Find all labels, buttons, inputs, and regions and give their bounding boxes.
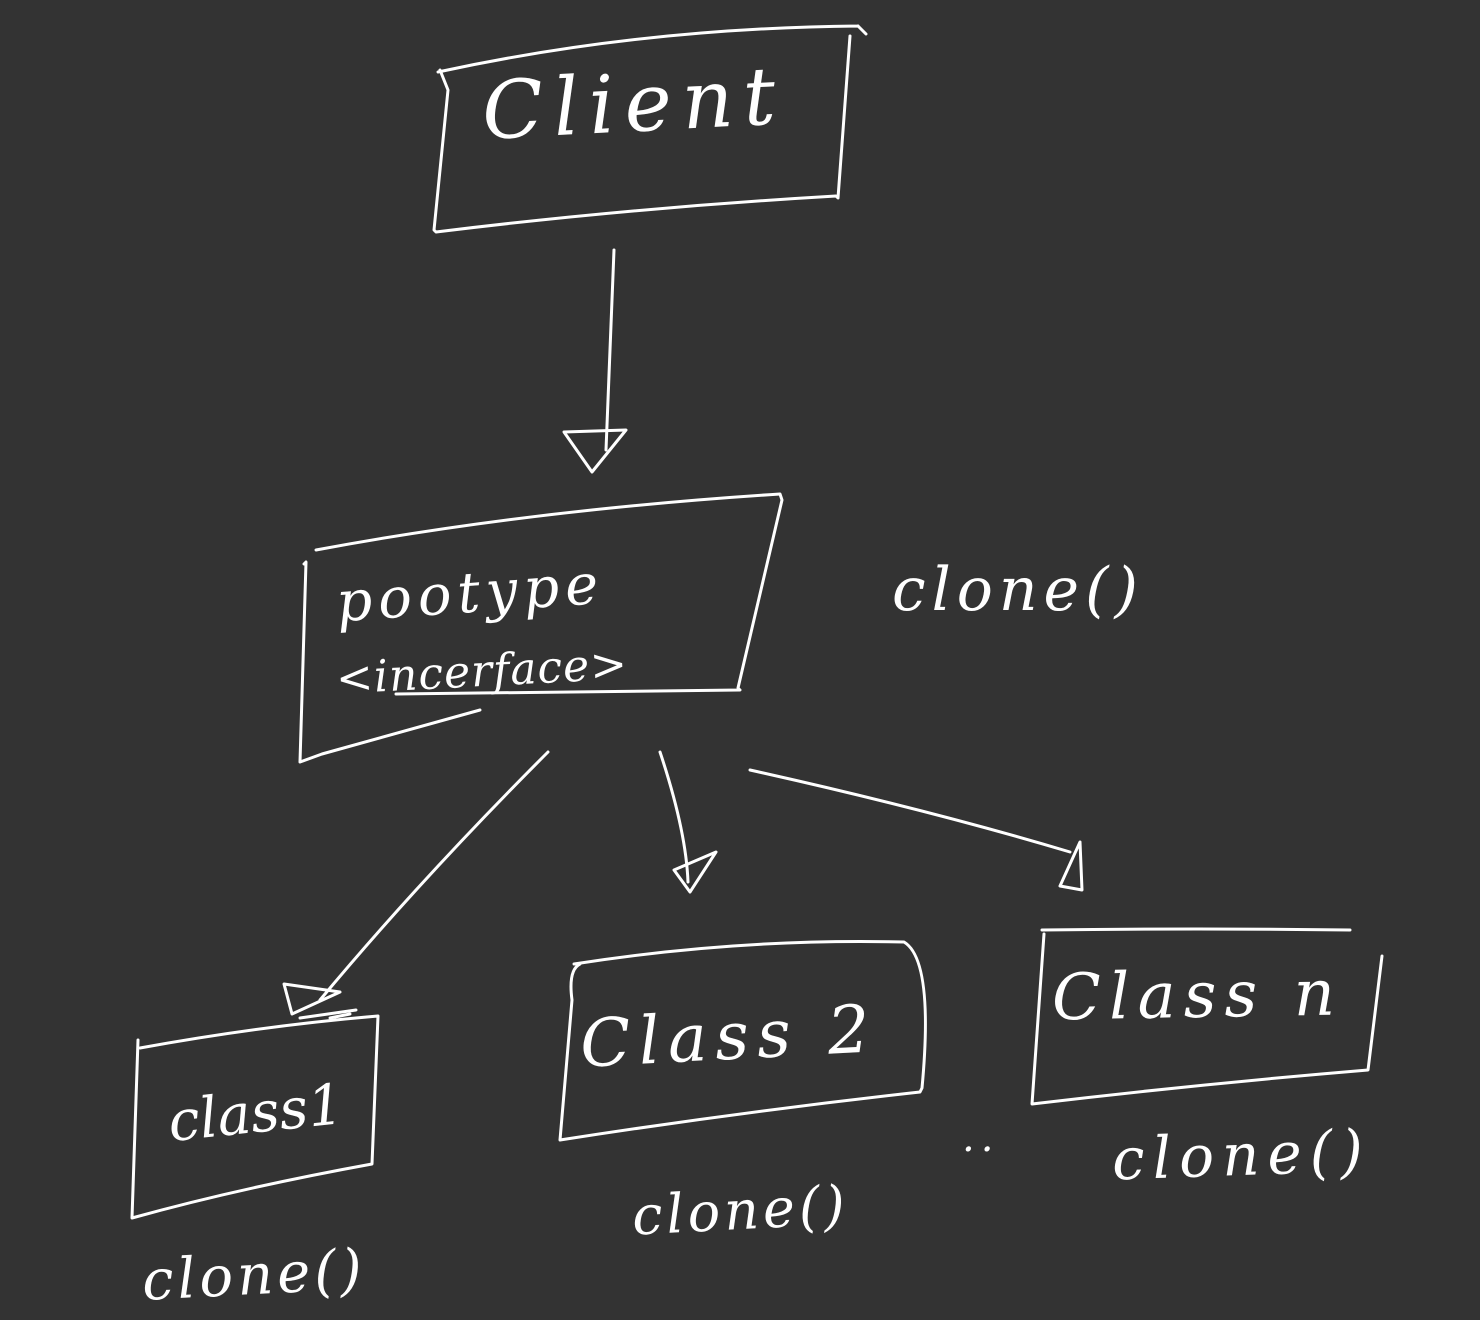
prototype-to-classn-arrowhead bbox=[1058, 840, 1084, 892]
class2-box bbox=[558, 939, 927, 1142]
ellipsis-label: .. bbox=[962, 1115, 1000, 1161]
client-box bbox=[432, 24, 868, 234]
prototype-clone-method-label: clone() bbox=[892, 555, 1144, 625]
prototype-to-class2-arrow bbox=[658, 750, 690, 884]
prototype-to-class1-arrowhead bbox=[282, 982, 342, 1016]
class2-clone-method-label: clone() bbox=[630, 1173, 851, 1248]
client-label: Client bbox=[479, 49, 788, 158]
prototype-box bbox=[298, 492, 784, 764]
class1-box-scribble bbox=[298, 1008, 358, 1020]
prototype-to-class1-arrow bbox=[318, 750, 550, 1002]
client-to-prototype-arrowhead bbox=[562, 428, 628, 474]
classn-label: Class n bbox=[1051, 956, 1344, 1036]
classn-clone-method-label: clone() bbox=[1110, 1116, 1372, 1194]
class1-clone-method-label: clone() bbox=[140, 1237, 368, 1314]
classn-box bbox=[1030, 927, 1384, 1106]
prototype-to-classn-arrow bbox=[748, 768, 1072, 854]
class1-box bbox=[130, 1014, 380, 1220]
prototype-to-class2-arrowhead bbox=[672, 850, 718, 894]
client-to-prototype-arrow bbox=[604, 248, 616, 452]
class2-label: Class 2 bbox=[578, 990, 880, 1083]
